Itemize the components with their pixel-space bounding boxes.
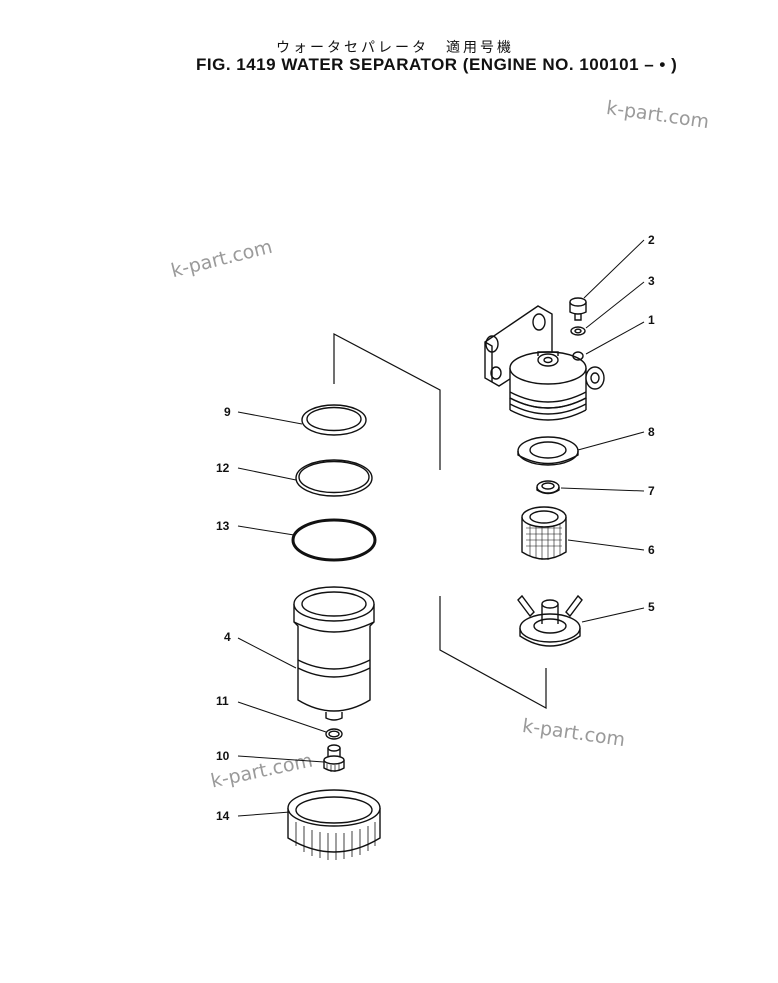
leader-lines — [237, 239, 645, 817]
part-4-bowl[interactable] — [293, 586, 375, 721]
part-5-retainer[interactable] — [517, 594, 583, 647]
part-2-screw[interactable] — [569, 297, 587, 321]
callout-10: 10 — [216, 749, 230, 763]
callout-9: 9 — [224, 405, 231, 419]
part-3-washer[interactable] — [570, 326, 586, 336]
callout-5: 5 — [648, 600, 655, 614]
callout-3: 3 — [648, 274, 655, 288]
part-8-gasket[interactable] — [517, 436, 579, 466]
callout-numbers: 2 3 1 8 7 6 5 9 12 13 4 11 10 14 — [216, 233, 655, 823]
part-9-o-ring[interactable] — [301, 404, 367, 436]
part-6-filter-element[interactable] — [521, 506, 567, 560]
callout-12: 12 — [216, 461, 230, 475]
part-7-seal[interactable] — [536, 480, 560, 495]
callout-6: 6 — [648, 543, 655, 557]
callout-4: 4 — [224, 630, 231, 644]
part-12-o-ring[interactable] — [295, 459, 373, 497]
callout-2: 2 — [648, 233, 655, 247]
diagram-title-japanese: ウォータセパレータ 適用号機 — [276, 40, 514, 56]
diagram-title: FIG. 1419 WATER SEPARATOR (ENGINE NO. 10… — [196, 55, 678, 74]
group-bracket — [333, 333, 547, 710]
callout-7: 7 — [648, 484, 655, 498]
part-10-drain-plug[interactable] — [323, 744, 345, 772]
callout-1: 1 — [648, 313, 655, 327]
part-11-o-ring[interactable] — [325, 728, 343, 740]
callout-8: 8 — [648, 425, 655, 439]
part-14-ring-nut[interactable] — [287, 789, 381, 860]
callout-13: 13 — [216, 519, 230, 533]
callout-14: 14 — [216, 809, 230, 823]
callout-11: 11 — [216, 694, 229, 708]
part-1-filter-head[interactable] — [484, 305, 605, 421]
part-13-o-ring[interactable] — [291, 518, 377, 562]
